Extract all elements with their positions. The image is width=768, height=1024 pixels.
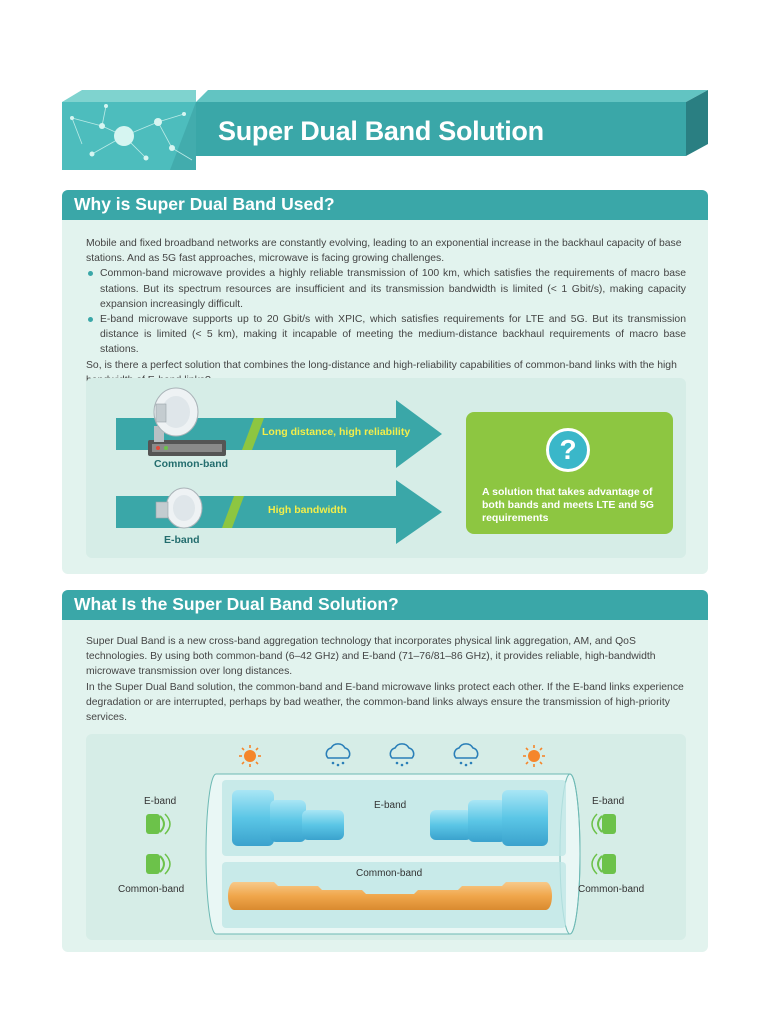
section-why-heading: Why is Super Dual Band Used? bbox=[62, 190, 708, 220]
paragraph-2: In the Super Dual Band solution, the com… bbox=[86, 681, 684, 724]
eband-antenna-right-icon bbox=[591, 813, 616, 835]
paragraph-1: Super Dual Band is a new cross-band aggr… bbox=[86, 636, 656, 678]
banner-graphic bbox=[62, 90, 708, 170]
eband-radio-icon bbox=[155, 487, 203, 529]
eband-tube-right bbox=[430, 810, 472, 840]
arrow-long-distance bbox=[116, 400, 442, 468]
solution-text: A solution that takes advantage of both … bbox=[482, 486, 654, 524]
arrow1-label: Long distance, high reliability bbox=[262, 426, 411, 438]
title-banner: Super Dual Band Solution bbox=[62, 88, 710, 174]
eband-right-label: E-band bbox=[592, 796, 625, 807]
common-band-tube bbox=[228, 882, 552, 910]
bullet-dot bbox=[88, 271, 93, 277]
section-what: What Is the Super Dual Band Solution? Su… bbox=[62, 590, 708, 952]
eband-tube-left bbox=[232, 790, 274, 846]
common-band-antenna-right-icon bbox=[591, 853, 616, 875]
question-icon: ? bbox=[546, 428, 590, 472]
eband-left-label: E-band bbox=[144, 796, 177, 807]
intro-paragraph: Mobile and fixed broadband networks are … bbox=[86, 238, 682, 265]
arrow2-label: High bandwidth bbox=[268, 504, 347, 516]
bullet-text: E-band microwave supports up to 20 Gbit/… bbox=[100, 314, 686, 356]
comparison-arrows bbox=[116, 387, 442, 544]
bullet-item: E-band microwave supports up to 20 Gbit/… bbox=[86, 312, 686, 358]
rain-cloud-icon bbox=[389, 743, 415, 767]
eband-antenna-left-icon bbox=[146, 813, 171, 835]
common-band-antenna-left-icon bbox=[146, 853, 171, 875]
section-why-body: Mobile and fixed broadband networks are … bbox=[86, 236, 686, 388]
bullet-text: Common-band microwave provides a highly … bbox=[100, 268, 686, 310]
rain-cloud-icon bbox=[325, 743, 351, 767]
common-band-left-label: Common-band bbox=[118, 884, 185, 895]
common-band-radio-icon bbox=[148, 387, 226, 456]
eband-label: E-band bbox=[164, 534, 200, 546]
rain-cloud-icon bbox=[453, 743, 479, 767]
eband-tube-label: E-band bbox=[374, 800, 407, 811]
comparison-diagram: Long distance, high reliability High ban… bbox=[86, 378, 686, 558]
dual-band-graphic bbox=[146, 743, 616, 935]
section-what-heading: What Is the Super Dual Band Solution? bbox=[62, 590, 708, 620]
solution-box: ? A solution that takes advantage of bot… bbox=[466, 412, 673, 534]
bullet-dot bbox=[88, 317, 93, 323]
common-band-right-label: Common-band bbox=[578, 884, 645, 895]
common-band-label: Common-band bbox=[154, 458, 229, 470]
section-what-body: Super Dual Band is a new cross-band aggr… bbox=[86, 634, 686, 725]
dual-band-diagram: E-band E-band Common-band Common-band E-… bbox=[86, 734, 686, 940]
sun-icon bbox=[523, 745, 545, 767]
common-band-tube-label: Common-band bbox=[356, 868, 423, 879]
section-why: Why is Super Dual Band Used? Mobile and … bbox=[62, 190, 708, 574]
page-title: Super Dual Band Solution bbox=[218, 116, 544, 146]
bullet-item: Common-band microwave provides a highly … bbox=[86, 266, 686, 312]
sun-icon bbox=[239, 745, 261, 767]
